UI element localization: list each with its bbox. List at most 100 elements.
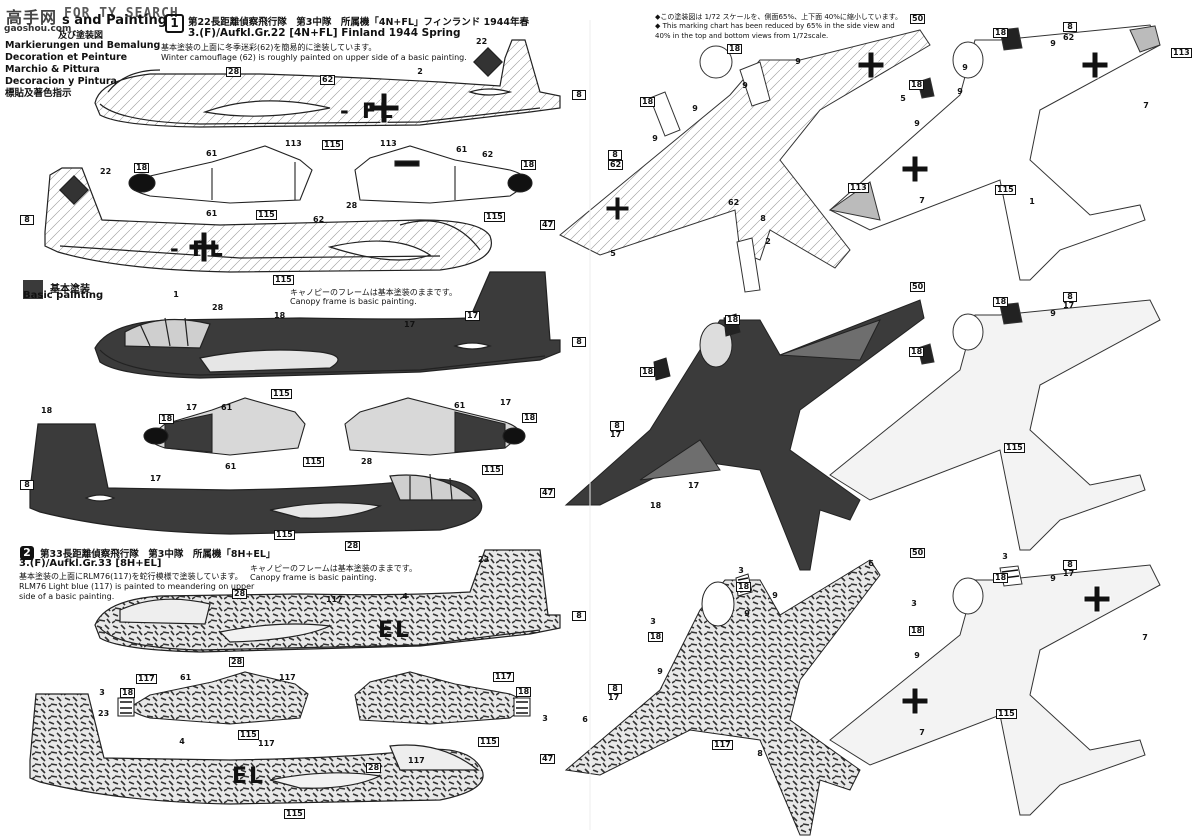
callout-label: 1: [173, 290, 179, 299]
callout-label: 115: [482, 465, 503, 475]
callout-label: 18: [993, 573, 1009, 583]
callout-label: 22: [100, 167, 112, 176]
callout-label: 22: [476, 37, 488, 46]
callout-label: 50: [910, 282, 926, 292]
callout-label: 7: [1142, 633, 1148, 642]
callout-label: 17: [404, 320, 416, 329]
callout-label: 8: [760, 214, 766, 223]
callout-label: 17: [150, 474, 162, 483]
top-view-1-winter: [559, 29, 931, 293]
scheme2-title-en: 3.(F)/Aufkl.Gr.33 [8H+EL]: [19, 558, 162, 569]
scheme2-title-jp: 第33長距離偵察飛行隊 第3中隊 所属機「8H+EL」: [40, 549, 276, 560]
callout-label: 115: [322, 140, 343, 150]
scheme1-title-en: 3.(F)/Aufkl.Gr.22 [4N+FL] Finland 1944 S…: [188, 27, 461, 39]
scheme1-canopy-en: Canopy frame is basic painting.: [290, 297, 417, 306]
callout-label: 47: [540, 488, 556, 498]
callout-label: 115: [478, 737, 499, 747]
lang-cn: 標貼及著色指示: [5, 88, 72, 99]
callout-label: 17: [608, 693, 620, 702]
scheme2-canopy-en: Canopy frame is basic painting.: [250, 573, 377, 582]
callout-label: 9: [652, 134, 658, 143]
callout-label: 7: [1143, 101, 1149, 110]
callout-label: 115: [303, 457, 324, 467]
callout-label: 9: [1050, 309, 1056, 318]
callout-label: 115: [271, 389, 292, 399]
callout-label: 8: [1063, 292, 1077, 302]
side-view-1d: [29, 423, 483, 535]
callout-label: 62: [320, 75, 336, 85]
callout-label: 6: [582, 715, 588, 724]
lang-de: Markierungen und Bemalung: [5, 40, 161, 51]
callout-label: 18: [648, 632, 664, 642]
watermark-url: gaoshou.com: [4, 24, 72, 34]
callout-label: 3: [542, 714, 548, 723]
scheme2-canopy-jp: キャノピーのフレームは基本塗装のままです。: [250, 564, 417, 573]
callout-label: 18: [640, 97, 656, 107]
callout-label: 17: [500, 398, 512, 407]
callout-label: 18: [522, 413, 538, 423]
callout-label: 18: [120, 688, 136, 698]
bottom-view-1-winter: [828, 24, 1161, 281]
callout-label: 9: [742, 81, 748, 90]
callout-label: 47: [540, 220, 556, 230]
callout-label: 18: [909, 80, 925, 90]
side-view-1c: [94, 271, 561, 379]
side-view-1b: [44, 167, 492, 273]
callout-label: 18: [41, 406, 53, 415]
callout-label: 8: [608, 150, 622, 160]
callout-label: 8: [1063, 560, 1077, 570]
callout-label: 8: [20, 215, 34, 225]
scheme2-code-b: EL: [232, 764, 266, 789]
scheme1-code-a: - FL: [340, 99, 396, 123]
callout-label: 28: [232, 589, 248, 599]
callout-label: 113: [1171, 48, 1192, 58]
nacelle-views-1: [128, 145, 533, 204]
callout-label: 5: [900, 94, 906, 103]
callout-label: 9: [957, 87, 963, 96]
callout-label: 62: [1063, 33, 1075, 42]
callout-label: 113: [285, 139, 302, 148]
bottom-view-1-light: [829, 299, 1161, 551]
callout-label: 8: [572, 90, 586, 100]
scheme1-title-jp: 第22長距離偵察飛行隊 第3中隊 所属機「4N+FL」フィンランド 1944年春: [188, 17, 529, 28]
callout-label: 28: [229, 657, 245, 667]
callout-label: 4: [402, 592, 408, 601]
callout-label: 117: [279, 673, 296, 682]
scheme1-code-b: - FL: [170, 237, 226, 261]
callout-label: 8: [610, 421, 624, 431]
callout-label: 8: [572, 611, 586, 621]
callout-label: 117: [712, 740, 733, 750]
header-subtitle: 及び塗装図: [58, 31, 104, 41]
callout-label: 1: [1029, 197, 1035, 206]
callout-label: 115: [274, 530, 295, 540]
callout-label: 9: [657, 667, 663, 676]
scale-note-en2: 40% in the top and bottom views from 1/7…: [655, 32, 829, 40]
callout-label: 115: [256, 210, 277, 220]
side-view-2a: [94, 549, 561, 653]
callout-label: 17: [186, 403, 198, 412]
callout-label: 18: [909, 626, 925, 636]
nacelle-views-1-dark: [143, 397, 526, 456]
scheme1-note-jp: 基本塗装の上面に冬季迷彩(62)を簡易的に塗装しています。: [161, 43, 377, 52]
callout-label: 8: [1063, 22, 1077, 32]
callout-label: 9: [795, 57, 801, 66]
callout-label: 61: [206, 149, 218, 158]
callout-label: 115: [284, 809, 305, 819]
callout-label: 9: [772, 591, 778, 600]
callout-label: 115: [238, 730, 259, 740]
callout-label: 28: [366, 763, 382, 773]
scheme1-canopy-jp: キャノピーのフレームは基本塗装のままです。: [290, 288, 457, 297]
callout-label: 117: [408, 756, 425, 765]
callout-label: 18: [993, 297, 1009, 307]
top-view-1-dark: [564, 299, 925, 571]
callout-label: 4: [179, 737, 185, 746]
callout-label: 113: [848, 183, 869, 193]
lang-es: Decoracion y Pintura: [5, 76, 117, 87]
scheme2-note-en2: side of a basic painting.: [19, 592, 115, 601]
balkenkreuz-markings: [188, 51, 1111, 715]
header-languages: Markierungen und Bemalung Decoration et …: [5, 40, 160, 100]
basic-painting-swatch: [23, 280, 43, 299]
callout-label: 18: [521, 160, 537, 170]
callout-label: 62: [608, 160, 624, 170]
